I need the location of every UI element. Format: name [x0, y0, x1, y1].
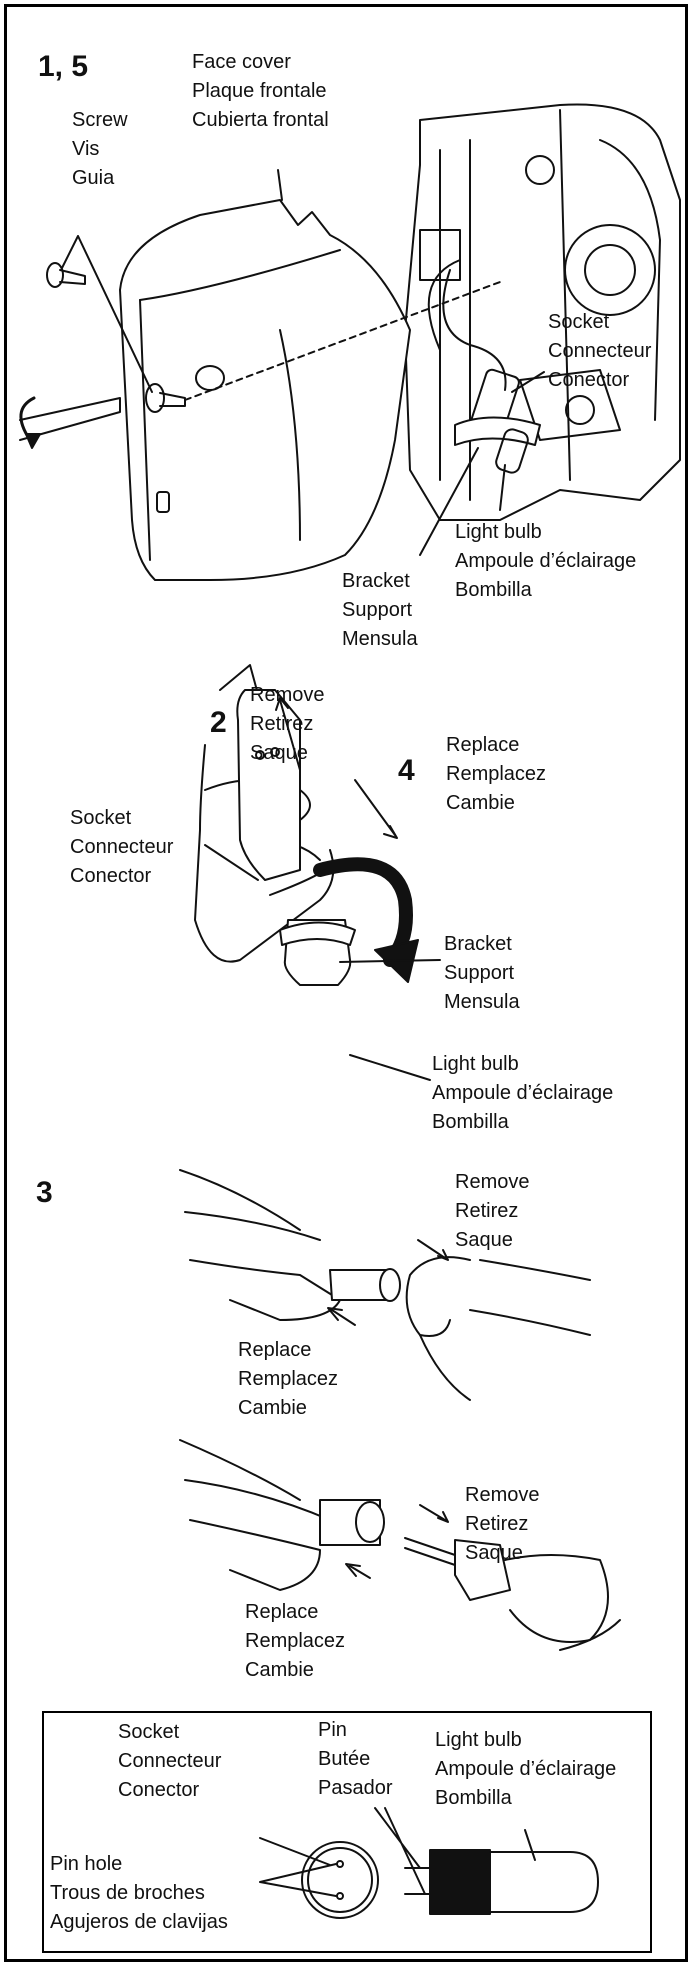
screwdriver-drawing	[20, 398, 120, 448]
replace-arrow-4	[355, 780, 395, 835]
bracket-callout-2	[340, 960, 440, 962]
face-cover-drawing	[120, 170, 410, 580]
step-number-4: 4	[398, 754, 415, 788]
remove-arrow-bottom	[420, 1505, 445, 1520]
socket-callout	[512, 372, 544, 392]
step-number-2: 2	[210, 706, 227, 740]
light-bulb-callout	[500, 465, 505, 510]
step-number-1-5: 1, 5	[38, 50, 88, 84]
remove-arrow-top	[418, 1240, 445, 1258]
step-number-3: 3	[36, 1176, 53, 1210]
replace-arrowhead-4	[384, 826, 397, 838]
light-bulb-callout-2	[350, 1055, 430, 1080]
socket-and-bulb-drawing	[455, 368, 540, 474]
